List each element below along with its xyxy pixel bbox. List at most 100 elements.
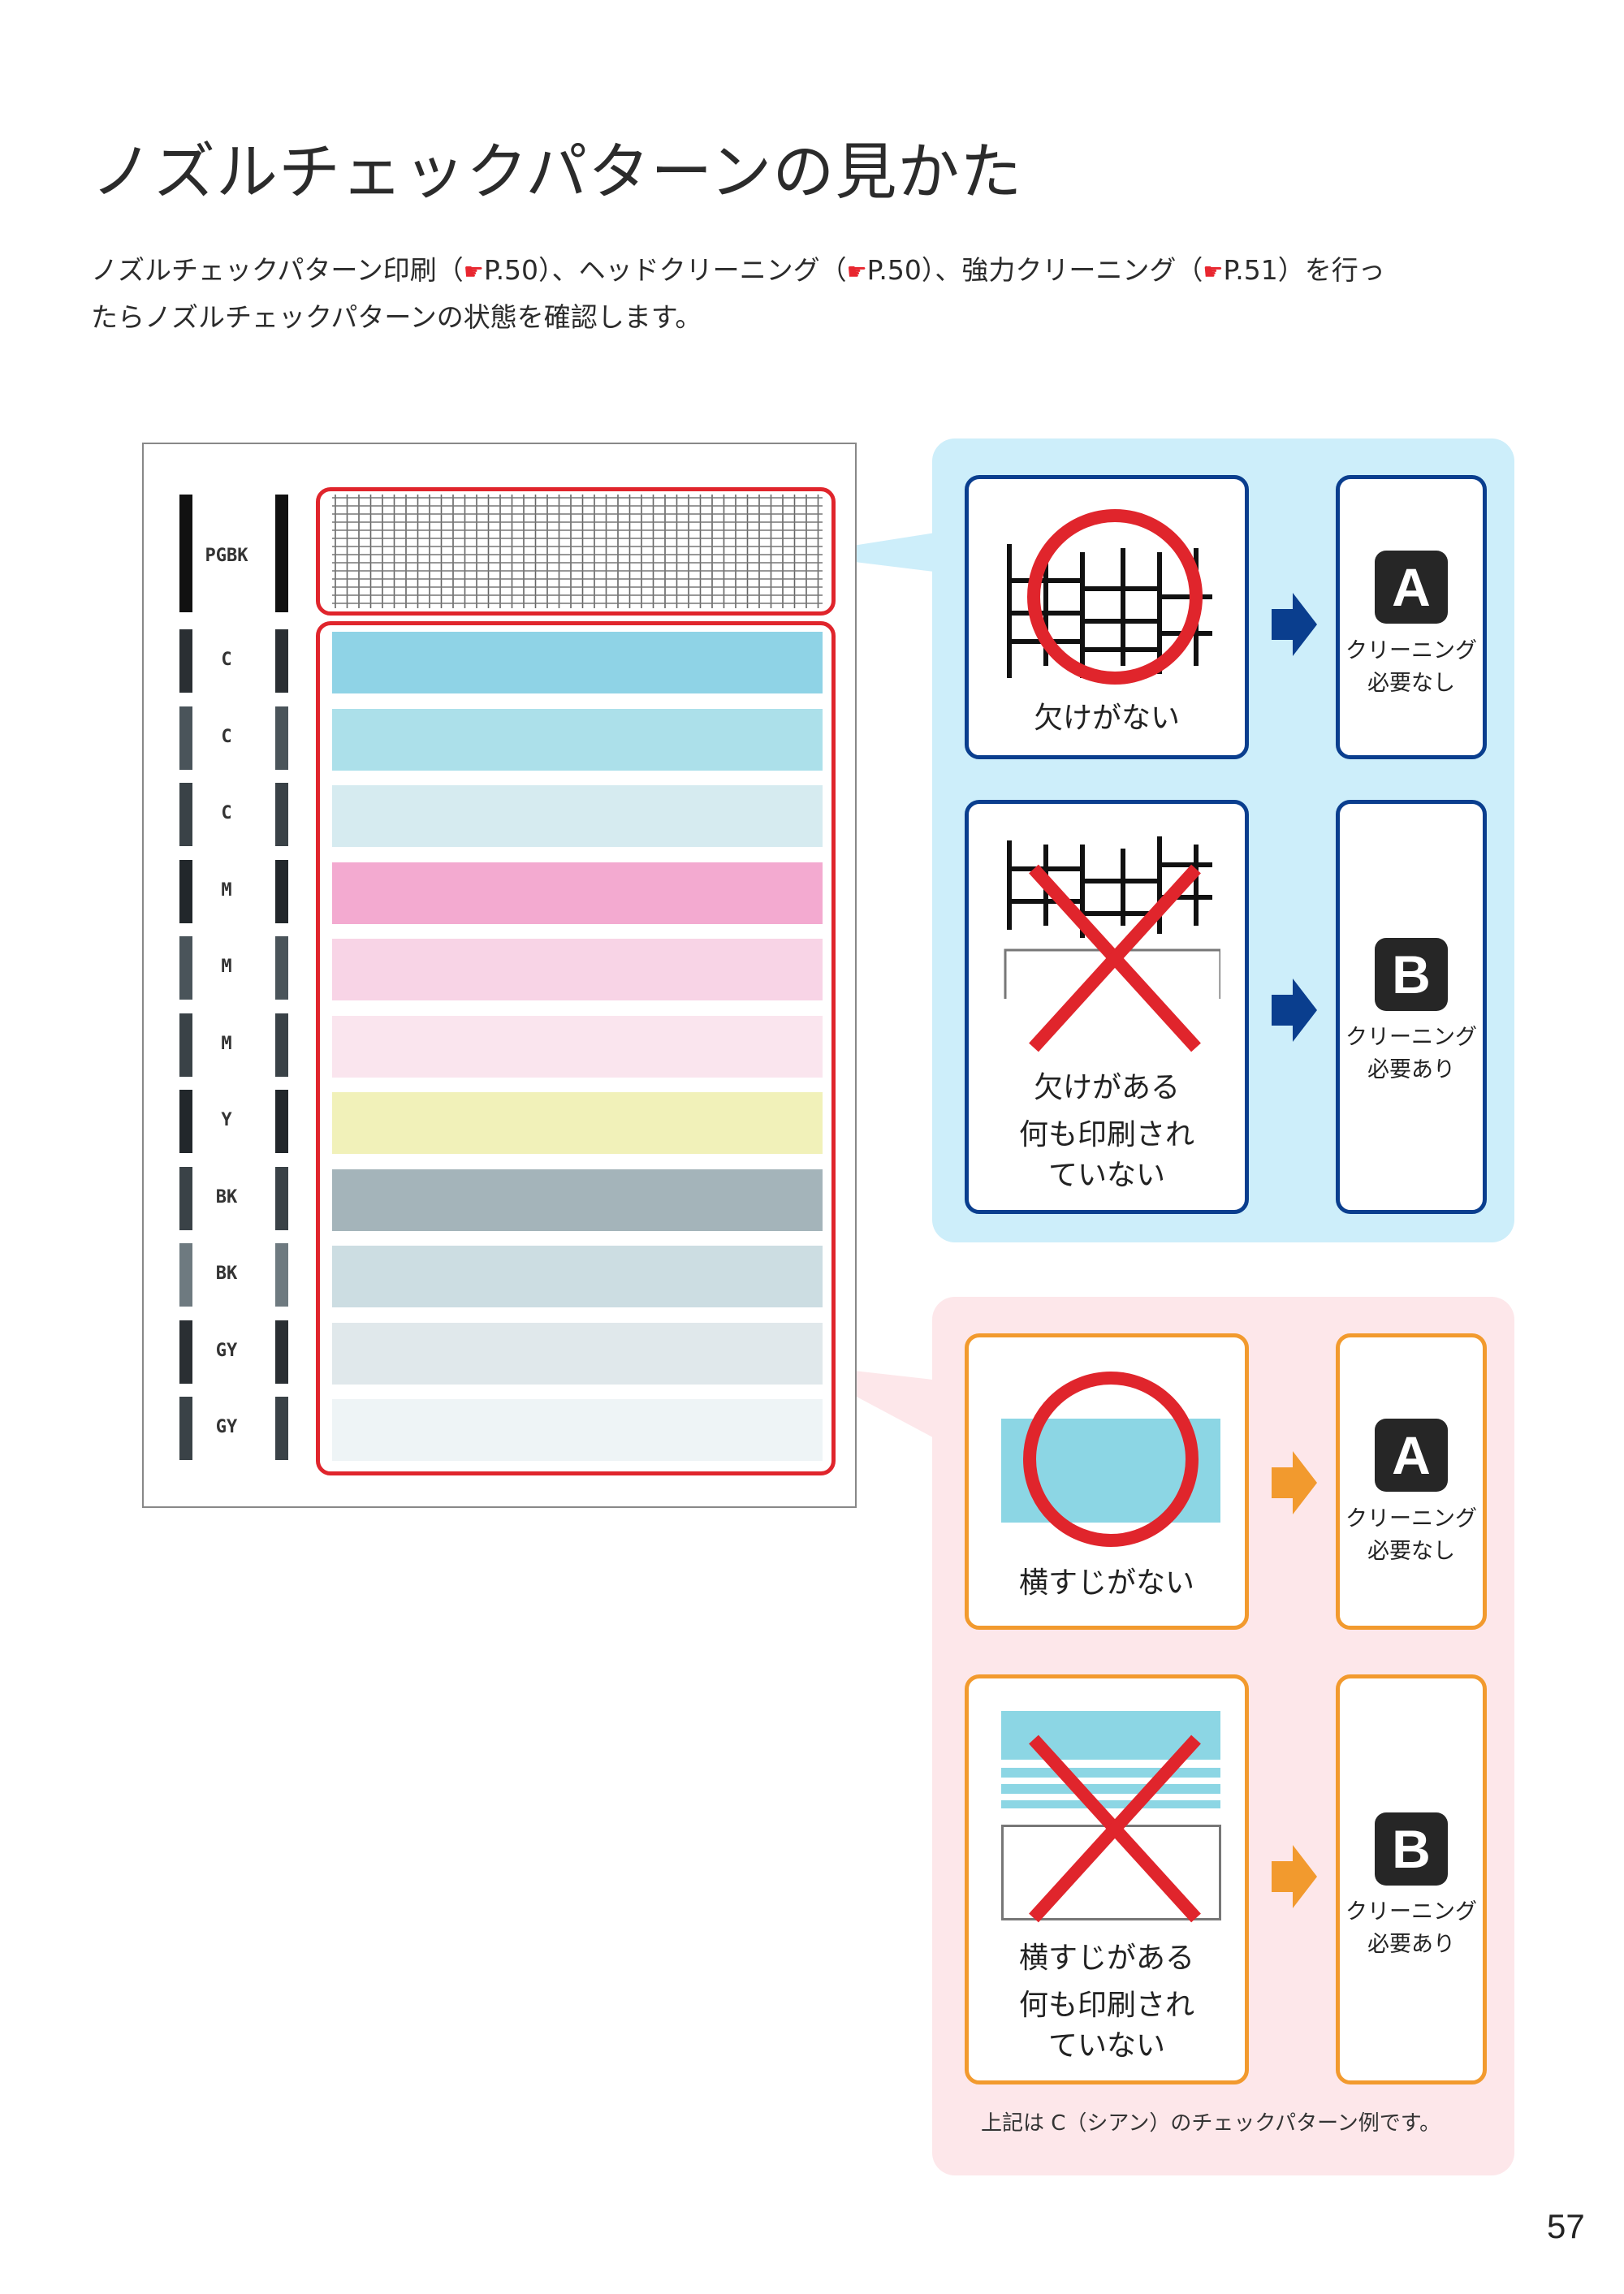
page-number: 57 xyxy=(1547,2207,1585,2245)
intro-text-c: ）、強力クリーニング（ xyxy=(921,254,1203,286)
cyan-stripe xyxy=(1001,1800,1220,1808)
right-arrow-icon xyxy=(1272,593,1317,656)
pgbk-good-card: 欠けがない xyxy=(965,475,1249,759)
bad-card-line-1: 横すじがある xyxy=(1018,1942,1194,1975)
color-band xyxy=(332,785,823,847)
color-band xyxy=(332,862,823,924)
nozzle-bar-right xyxy=(275,495,288,612)
bad-card-line-1: 欠けがある xyxy=(1033,1071,1180,1104)
result-b-badge: B xyxy=(1375,938,1448,1011)
nozzle-label: Y xyxy=(221,1110,232,1130)
circle-ok-icon xyxy=(1023,1372,1199,1547)
intro-text-a: ノズルチェックパターン印刷（ xyxy=(91,254,464,286)
color-bad-card: 横すじがある 何も印刷され ていない xyxy=(965,1674,1249,2084)
bad-card-line-2: 何も印刷され xyxy=(1018,1118,1194,1151)
bad-card-line-3: ていない xyxy=(1047,2029,1165,2063)
nozzle-label: C xyxy=(221,650,232,670)
nozzle-label: GY xyxy=(215,1340,238,1361)
right-arrow-icon xyxy=(1272,1451,1317,1514)
nozzle-bar-right xyxy=(275,1013,288,1077)
page-ref-1[interactable]: P.50 xyxy=(483,254,539,286)
pgbk-bad-card: 欠けがある 何も印刷され ていない xyxy=(965,800,1249,1214)
nozzle-bar-left xyxy=(179,1013,192,1077)
color-band xyxy=(332,1169,823,1231)
page-title: ノズルチェックパターンの見かた xyxy=(91,136,1023,208)
result-a-line-2: 必要なし xyxy=(1367,1539,1455,1564)
nozzle-bar-right xyxy=(275,1090,288,1153)
nozzle-bar-left xyxy=(179,629,192,693)
good-card-label: 横すじがない xyxy=(1018,1566,1194,1600)
nozzle-label: M xyxy=(221,957,232,977)
pointing-hand-icon: ☛ xyxy=(1203,258,1224,285)
nozzle-label: C xyxy=(221,803,232,823)
color-band xyxy=(332,708,823,771)
nozzle-label: GY xyxy=(215,1417,238,1437)
intro-text-b: ）、ヘッドクリーニング（ xyxy=(538,254,847,286)
result-b-badge: B xyxy=(1375,1812,1448,1886)
result-a-card: A クリーニング 必要なし xyxy=(1336,1333,1487,1630)
color-good-card: 横すじがない xyxy=(965,1333,1249,1630)
good-card-label: 欠けがない xyxy=(1033,702,1180,735)
intro-text-d: ）を行っ xyxy=(1277,254,1385,286)
intro-line-2: たらノズルチェックパターンの状態を確認します。 xyxy=(91,301,702,333)
result-b-card: B クリーニング 必要あり xyxy=(1336,1674,1487,2084)
result-a-badge: A xyxy=(1375,1419,1448,1492)
page-ref-3[interactable]: P.51 xyxy=(1223,254,1278,286)
cross-ng-icon xyxy=(1029,1735,1201,1923)
nozzle-bar-left xyxy=(179,783,192,846)
nozzle-bar-left xyxy=(179,1243,192,1307)
result-b-line-1: クリーニング xyxy=(1345,1025,1477,1050)
cyan-stripe xyxy=(1001,1784,1220,1794)
result-a-badge: A xyxy=(1375,551,1448,624)
nozzle-bar-right xyxy=(275,859,288,923)
nozzle-bar-right xyxy=(275,783,288,846)
nozzle-bar-right xyxy=(275,629,288,693)
result-a-line-1: クリーニング xyxy=(1345,638,1477,663)
color-band xyxy=(332,1092,823,1154)
nozzle-label: PGBK xyxy=(205,546,248,566)
nozzle-bar-right xyxy=(275,1166,288,1230)
nozzle-bar-right xyxy=(275,1243,288,1307)
intro-text: ノズルチェックパターン印刷（☛P.50）、ヘッドクリーニング（☛P.50）、強力… xyxy=(91,248,1385,340)
result-a-line-1: クリーニング xyxy=(1345,1506,1477,1531)
nozzle-bar-left xyxy=(179,1166,192,1230)
pointing-hand-icon: ☛ xyxy=(846,258,867,285)
nozzle-bar-left xyxy=(179,1397,192,1460)
nozzle-bar-left xyxy=(179,706,192,770)
result-a-line-2: 必要なし xyxy=(1367,671,1455,696)
intro-line-1: ノズルチェックパターン印刷（☛P.50）、ヘッドクリーニング（☛P.50）、強力… xyxy=(91,248,1385,295)
nozzle-bar-right xyxy=(275,1397,288,1460)
nozzle-label: BK xyxy=(215,1264,238,1284)
color-band xyxy=(332,1246,823,1307)
nozzle-bar-left xyxy=(179,495,192,612)
pointing-hand-icon: ☛ xyxy=(463,258,484,285)
blue-callout-pointer xyxy=(796,532,940,572)
page-ref-2[interactable]: P.50 xyxy=(866,254,922,286)
bad-card-line-3: ていない xyxy=(1047,1159,1165,1192)
nozzle-label: C xyxy=(221,726,232,747)
color-band xyxy=(332,1399,823,1461)
color-highlight-box xyxy=(316,621,836,1475)
result-b-line-2: 必要あり xyxy=(1367,1932,1455,1957)
result-a-card: A クリーニング 必要なし xyxy=(1336,475,1487,759)
color-check-panel: 横すじがない A クリーニング 必要なし 横すじがある 何も印刷され ていない … xyxy=(932,1297,1514,2175)
cross-ng-icon xyxy=(1029,864,1201,1052)
pgbk-check-panel: 欠けがない A クリーニング 必要なし 欠けがある 何も印刷され ていない xyxy=(932,438,1514,1242)
nozzle-label: M xyxy=(221,1033,232,1054)
nozzle-label: BK xyxy=(215,1186,238,1207)
right-arrow-icon xyxy=(1272,1845,1317,1908)
nozzle-bar-right xyxy=(275,936,288,1000)
color-band xyxy=(332,939,823,1000)
color-band xyxy=(332,1322,823,1385)
nozzle-bar-left xyxy=(179,859,192,923)
result-b-line-2: 必要あり xyxy=(1367,1057,1455,1082)
nozzle-bar-right xyxy=(275,1320,288,1384)
result-b-card: B クリーニング 必要あり xyxy=(1336,800,1487,1214)
pgbk-grid-pattern xyxy=(332,495,823,608)
color-band xyxy=(332,632,823,693)
nozzle-bar-left xyxy=(179,936,192,1000)
result-b-line-1: クリーニング xyxy=(1345,1899,1477,1925)
nozzle-bar-left xyxy=(179,1320,192,1384)
pgbk-highlight-box xyxy=(316,487,836,616)
